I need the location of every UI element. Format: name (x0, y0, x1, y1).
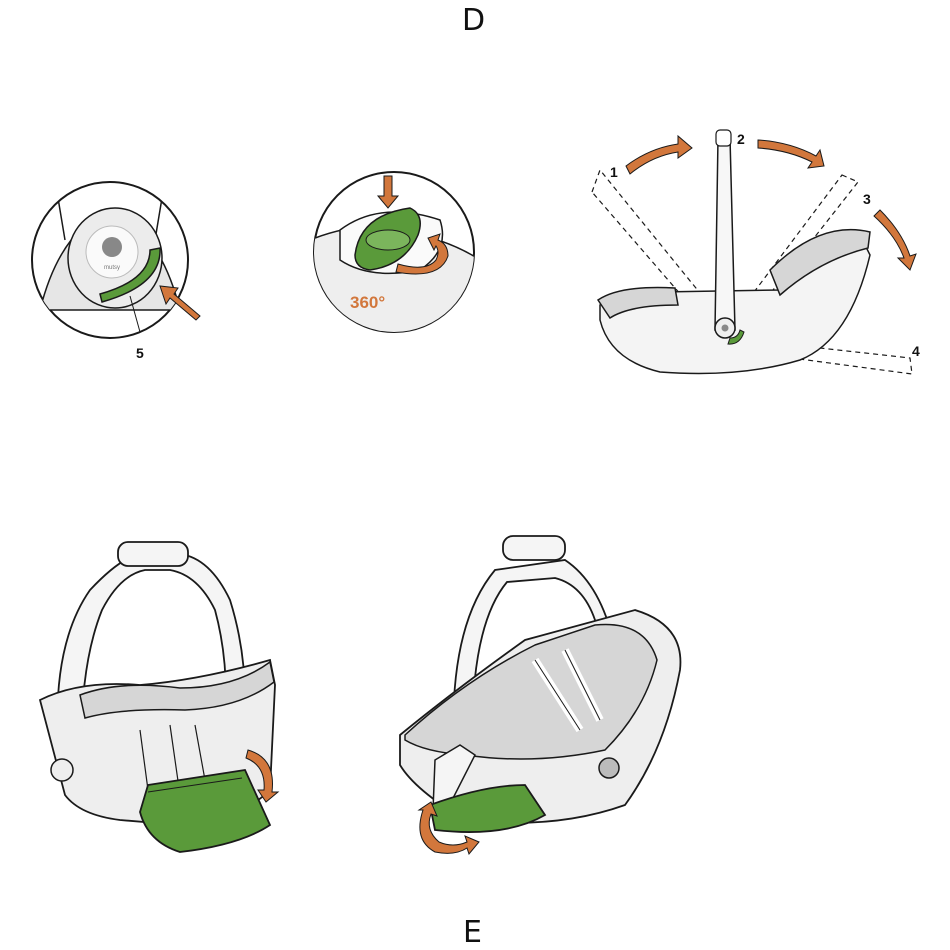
figure-rotation-detail: 360° (300, 160, 490, 340)
handle-pivot (51, 759, 73, 781)
callout-5: 5 (136, 345, 144, 361)
position-label-2: 2 (737, 131, 745, 147)
figure-footrest-tucked (395, 530, 695, 870)
section-letter-e: E (463, 918, 482, 948)
position-label-4: 4 (912, 343, 920, 359)
mutsy-logo-icon (102, 237, 122, 257)
handle-pivot (599, 758, 619, 778)
figure-release-button-detail: mutsy 5 (20, 170, 220, 370)
swing-arrow-icon (758, 140, 824, 168)
figure-footrest-unfold (20, 530, 320, 870)
position-label-3: 3 (863, 191, 871, 207)
figure-handle-positions: 1 2 3 4 (580, 120, 925, 385)
position-label-1: 1 (610, 164, 618, 180)
swing-arrow-icon (626, 136, 692, 174)
section-letter-d: D (462, 6, 485, 36)
logo-text: mutsy (104, 265, 120, 271)
rotation-label: 360° (350, 293, 385, 312)
swing-arrow-icon (874, 210, 916, 270)
handle-position-2 (715, 138, 735, 330)
